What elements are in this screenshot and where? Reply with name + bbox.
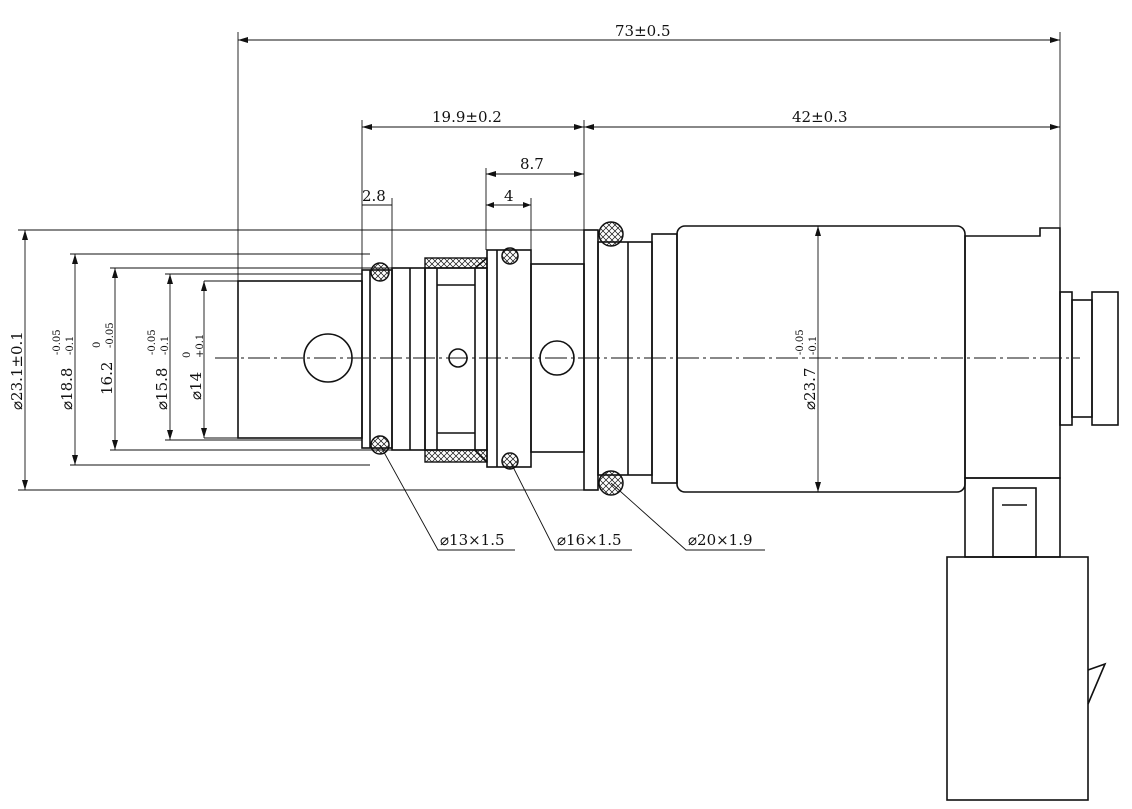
dim-front-length: 19.9±0.2 xyxy=(361,108,1060,270)
dim-dia-18-8: ⌀18.8 -0.05 -0.1 xyxy=(52,253,370,466)
dim-4-label: 4 xyxy=(504,187,514,205)
dia-23-7-upper-tol: -0.05 xyxy=(795,329,806,355)
dia-23-7-lower-tol: -0.1 xyxy=(808,336,819,355)
dim-2-8-label: 2.8 xyxy=(362,187,386,205)
dia-16-2-upper-tol: 0 xyxy=(92,342,103,348)
dim-2-8: 2.8 xyxy=(362,187,393,270)
valve-body xyxy=(237,225,1119,493)
dim-8-7-label: 8.7 xyxy=(520,155,544,173)
connector-housing xyxy=(946,477,1107,801)
dia-16-2-lower-tol: -0.05 xyxy=(105,322,116,348)
oring-1-label: ⌀13×1.5 xyxy=(440,531,505,549)
overall-length-label: 73±0.5 xyxy=(615,22,671,40)
dim-dia-23-1: ⌀23.1±0.1 xyxy=(8,229,584,491)
callout-oring-3: ⌀20×1.9 xyxy=(610,482,765,551)
dim-8-7: 8.7 xyxy=(485,155,584,250)
dia-14-lower-tol: +0.1 xyxy=(195,334,206,358)
oring-2-label: ⌀16×1.5 xyxy=(557,531,622,549)
dia-15-8-main: ⌀15.8 xyxy=(153,368,171,410)
dia-15-8-lower-tol: -0.1 xyxy=(160,336,171,355)
dim-dia-15-8: ⌀15.8 -0.05 -0.1 xyxy=(147,273,362,441)
dim-16-2: 16.2 0 -0.05 xyxy=(92,267,425,451)
front-length-label: 19.9±0.2 xyxy=(432,108,502,126)
dim-body-length: 42±0.3 xyxy=(792,108,848,126)
orifice-hole xyxy=(448,348,468,368)
callout-oring-1: ⌀13×1.5 xyxy=(379,444,515,551)
dim-dia-14: ⌀14 0 +0.1 xyxy=(182,280,238,439)
dia-15-8-upper-tol: -0.05 xyxy=(147,329,158,355)
dim-overall: 73±0.5 xyxy=(237,22,1061,281)
callout-oring-2: ⌀16×1.5 xyxy=(509,460,632,551)
dia-14-upper-tol: 0 xyxy=(182,352,193,358)
dim-4: 4 xyxy=(486,187,532,250)
dia-18-8-upper-tol: -0.05 xyxy=(52,329,63,355)
dia-18-8-main: ⌀18.8 xyxy=(58,368,76,410)
dim-dia-23-7: ⌀23.7 -0.05 -0.1 xyxy=(795,226,821,492)
port-hole xyxy=(303,333,353,383)
dia-16-2-main: 16.2 xyxy=(98,362,116,395)
dia-14-main: ⌀14 xyxy=(187,372,205,400)
side-port-hole xyxy=(539,340,575,376)
dia-18-8-lower-tol: -0.1 xyxy=(65,336,76,355)
dia-23-7-main: ⌀23.7 xyxy=(801,368,819,410)
dia-23-1-label: ⌀23.1±0.1 xyxy=(8,331,26,410)
oring-3-label: ⌀20×1.9 xyxy=(688,531,753,549)
